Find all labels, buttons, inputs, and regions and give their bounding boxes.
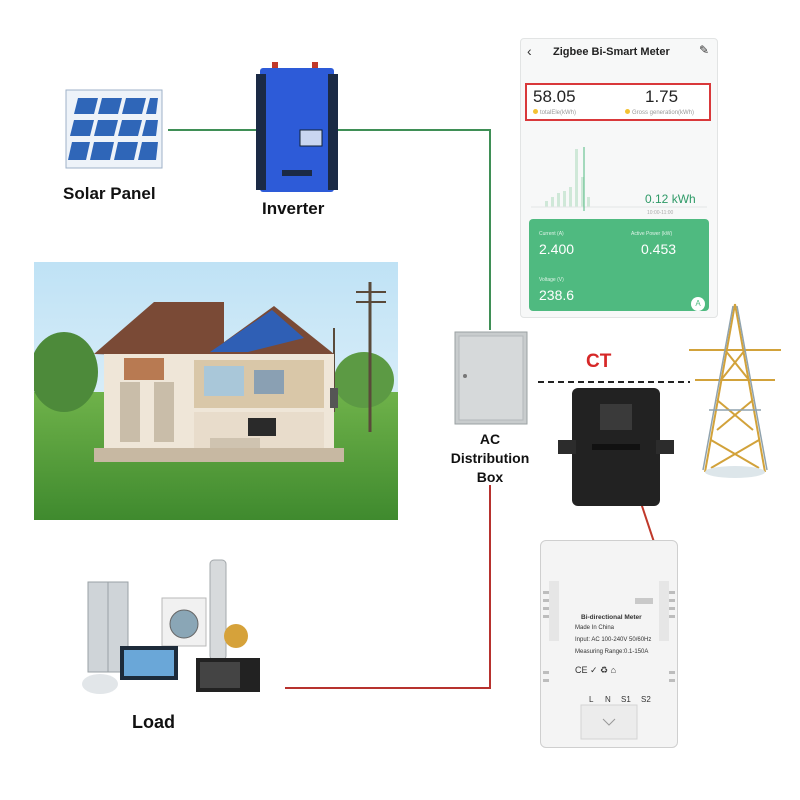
- inverter-to-ac-box-wire: [336, 129, 491, 330]
- voltage-value: 238.6: [539, 287, 575, 303]
- energy-stats-box: 58.05 totalEle(kWh) 1.75 Gross generatio…: [525, 83, 711, 121]
- certification-marks-icon: CE ✓ ♻ ⌂: [575, 665, 617, 675]
- bi-directional-meter-device: Bi-directional Meter Made In China Input…: [540, 540, 678, 748]
- house-illustration: [34, 262, 398, 520]
- meter-body-details: [543, 581, 675, 740]
- gross-generation-label: Gross generation(kWh): [625, 109, 694, 116]
- ac-box-to-load-wire: [285, 485, 491, 689]
- energy-bar-chart: [531, 147, 707, 211]
- chart-bar: [575, 149, 578, 207]
- total-energy-value: 58.05: [533, 87, 576, 106]
- inverter-icon: [256, 62, 338, 192]
- chart-bar: [563, 191, 566, 207]
- terminal-s2: S2: [641, 695, 651, 704]
- app-badge: A: [691, 297, 705, 311]
- back-chevron-icon[interactable]: ‹: [527, 43, 532, 59]
- app-title: Zigbee Bi-Smart Meter: [553, 46, 670, 58]
- ac-box-label-line2: Distribution: [450, 450, 530, 466]
- solar-panel-icon: [65, 89, 163, 169]
- dot-icon: [625, 109, 630, 114]
- chart-bar: [551, 197, 554, 207]
- edit-pencil-icon[interactable]: ✎: [699, 43, 710, 57]
- ac-box-label-line3: Box: [476, 469, 504, 485]
- dot-icon: [533, 109, 538, 114]
- live-readings-panel: Current (A) 2.400 Active Power (kW) 0.45…: [529, 219, 709, 311]
- transmission-tower-icon: [689, 303, 781, 478]
- hourly-energy-time: 10:00-11:00: [647, 210, 674, 216]
- gross-generation-value: 1.75: [645, 87, 679, 106]
- ac-box-label-line1: AC: [479, 431, 501, 447]
- meter-range-spec: Measuring Range:0.1-150A: [575, 649, 649, 655]
- ac-distribution-box-icon: [454, 331, 528, 425]
- ac-distribution-box-label: AC Distribution Box: [442, 430, 538, 487]
- hourly-energy-value: 0.12 kWh: [645, 192, 696, 206]
- active-power-label: Active Power (kW): [631, 231, 673, 237]
- smart-meter-app-screen: ‹ Zigbee Bi-Smart Meter ✎ 58.05 totalEle…: [520, 38, 718, 318]
- terminal-l: L: [589, 695, 594, 704]
- active-power-value: 0.453: [641, 241, 677, 257]
- meter-made-in: Made In China: [575, 625, 615, 631]
- current-value: 2.400: [539, 241, 575, 257]
- chart-bar: [581, 177, 584, 207]
- chart-bar: [545, 201, 548, 207]
- ct-to-meter-wire: [639, 499, 656, 546]
- app-header: ‹ Zigbee Bi-Smart Meter ✎: [521, 39, 717, 67]
- home-appliances-icon: [82, 559, 260, 694]
- terminal-s1: S1: [621, 695, 631, 704]
- total-energy-label: totalEle(kWh): [533, 109, 576, 116]
- chart-bar: [557, 193, 560, 207]
- chart-bar: [587, 197, 590, 207]
- terminal-n: N: [605, 695, 611, 704]
- ct-clamp-icon: [558, 388, 674, 506]
- meter-title: Bi-directional Meter: [581, 614, 642, 621]
- current-label: Current (A): [539, 231, 564, 237]
- load-label: Load: [132, 712, 175, 732]
- meter-input-spec: Input: AC 100-240V 50/60Hz: [575, 637, 652, 643]
- voltage-label: Voltage (V): [539, 277, 564, 283]
- chart-bar: [569, 187, 572, 207]
- solar-panel-label: Solar Panel: [63, 184, 156, 203]
- ct-label: CT: [586, 351, 612, 372]
- inverter-label: Inverter: [262, 199, 325, 218]
